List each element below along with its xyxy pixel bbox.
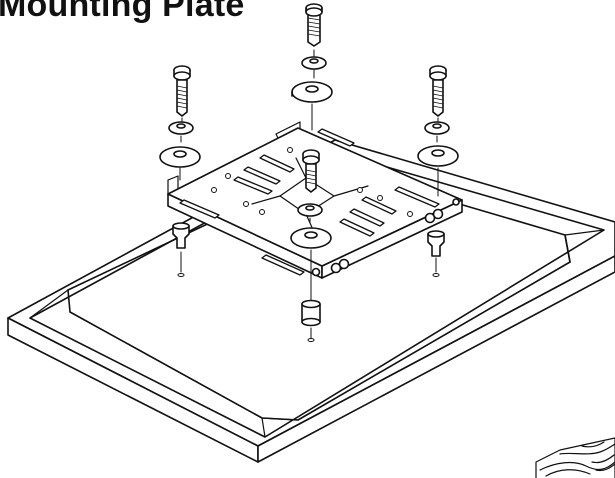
screw-stack-front [290, 149, 332, 301]
screw-stack-right [417, 65, 459, 197]
spacer-right [427, 230, 445, 277]
mounting-plate [167, 121, 463, 279]
spacer-front [301, 299, 321, 342]
spacer-left [172, 222, 190, 277]
plate-knobs [311, 198, 460, 277]
screw-stack-top-center [291, 3, 333, 131]
wood-grain-corner [535, 437, 615, 478]
page-title: Mounting Plate [0, 0, 245, 24]
screw-stack-left [159, 65, 201, 181]
